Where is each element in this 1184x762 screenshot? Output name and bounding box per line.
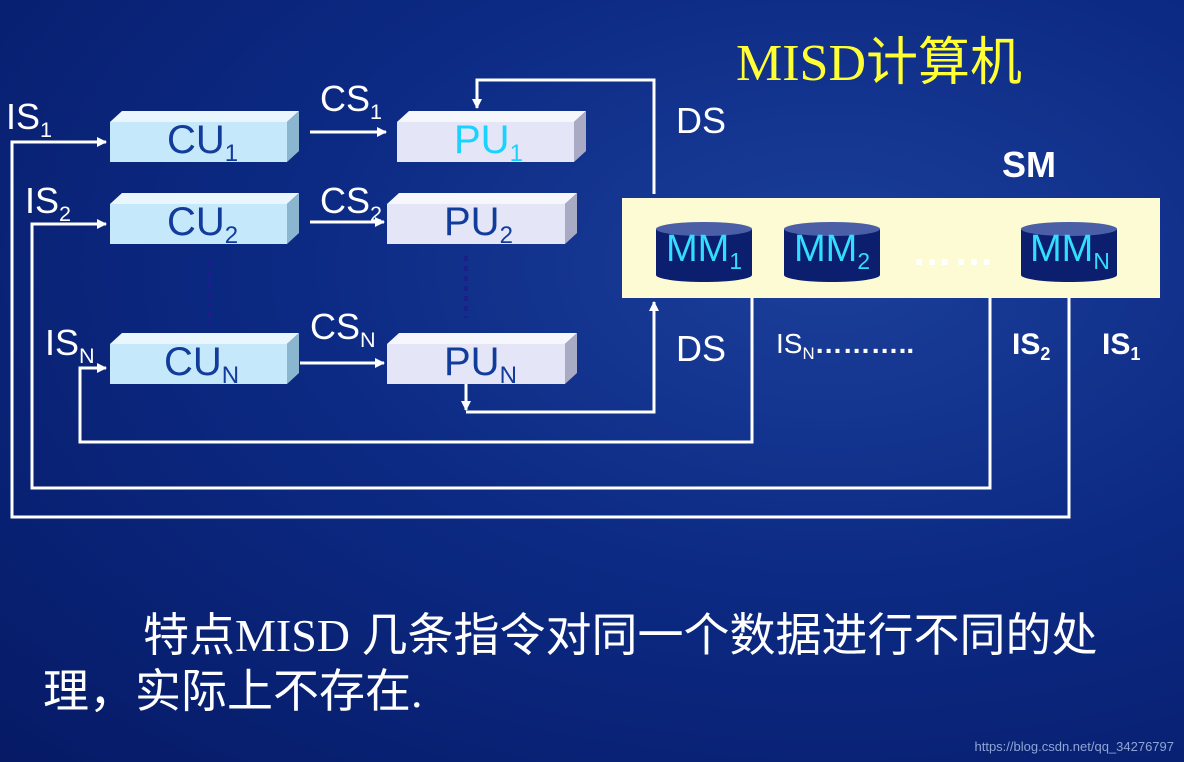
mm-2-label: MM2 — [794, 228, 870, 274]
pu-box-2 — [387, 193, 577, 244]
diagram-title: MISD计算机 — [736, 35, 1023, 92]
cs-1-label: CS1 — [320, 78, 383, 124]
is-2-right-label: IS2 — [1012, 328, 1051, 365]
watermark-url: https://blog.csdn.net/qq_34276797 — [974, 739, 1175, 754]
cu-n-label: CUN — [164, 340, 240, 390]
is-2-line — [30, 219, 992, 490]
mm-n-label: MMN — [1030, 228, 1110, 274]
pu-box-1 — [397, 111, 586, 162]
cs-2-label: CS2 — [320, 180, 383, 226]
cu-1-label: CU1 — [167, 118, 239, 168]
cs-n-label: CSN — [310, 306, 376, 352]
is-n-right-label: ISN……….. — [776, 328, 915, 363]
shared-memory-label: SM — [1002, 144, 1056, 185]
is-1-label: IS1 — [6, 96, 53, 142]
is-n-line — [78, 298, 754, 444]
mm-1-label: MM1 — [666, 228, 742, 274]
is-1-right-label: IS1 — [1102, 328, 1141, 365]
is-2-label: IS2 — [25, 180, 72, 226]
ds-to-pu1-line — [472, 78, 656, 194]
pu-box-n — [387, 333, 577, 384]
mm-drum-2 — [784, 222, 880, 282]
ds-label-bottom: DS — [676, 328, 727, 369]
pu-1-label: PU1 — [454, 118, 523, 168]
cu-box-2 — [110, 193, 299, 244]
mm-drum-1 — [656, 222, 752, 282]
pun-to-ds-line — [466, 301, 659, 414]
description-text: 特点MISD 几条指令对同一个数据进行不同的处理，实际上不存在. — [43, 610, 1098, 717]
cu-box-n — [110, 333, 299, 384]
cu-2-label: CU2 — [167, 200, 239, 250]
is-1-line — [10, 137, 1071, 519]
pu-2-label: PU2 — [444, 200, 513, 250]
memory-ellipsis: …… — [912, 230, 996, 274]
cu-box-1 — [110, 111, 299, 162]
ds-label-top: DS — [676, 100, 727, 141]
mm-drum-n — [1021, 222, 1117, 282]
pu-n-label: PUN — [444, 340, 517, 390]
is-n-label: ISN — [45, 322, 95, 368]
